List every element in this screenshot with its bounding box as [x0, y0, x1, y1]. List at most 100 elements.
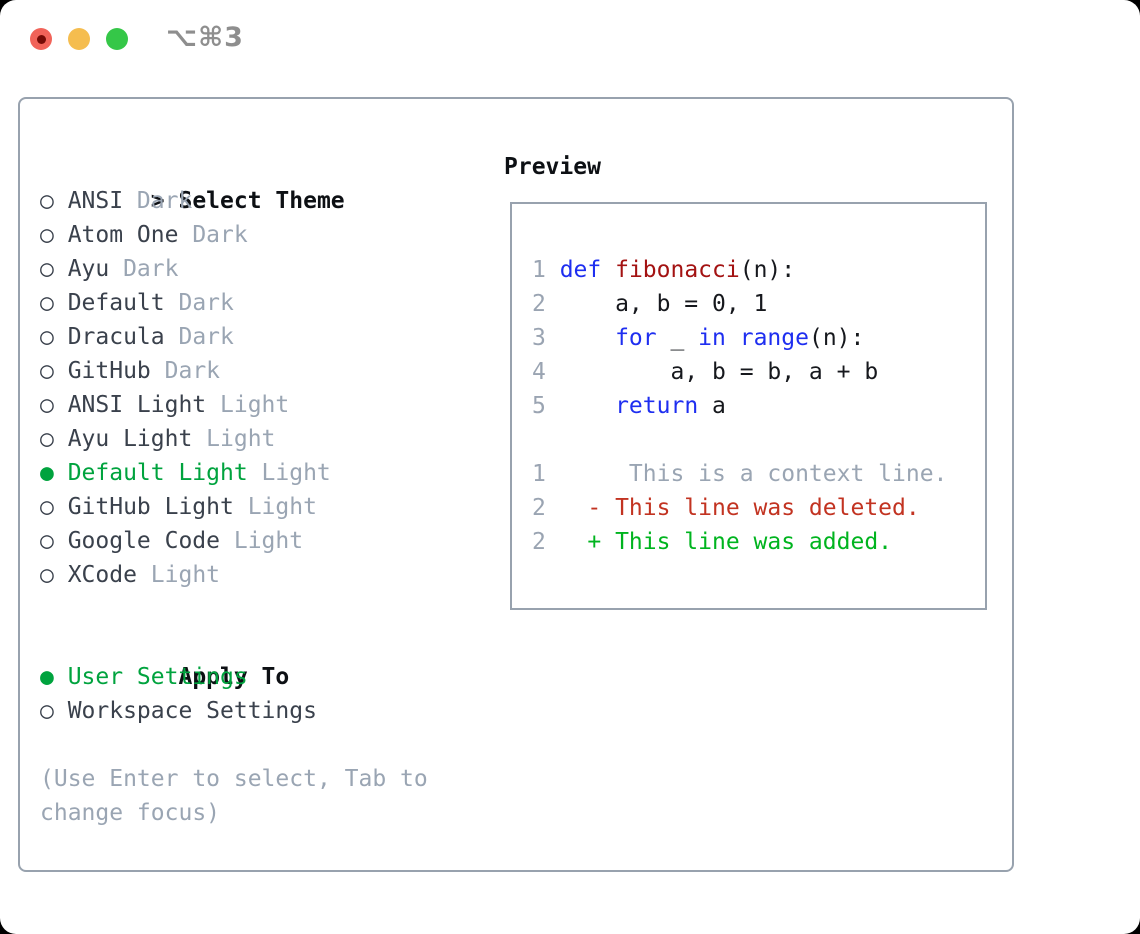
theme-option[interactable]: ○ Atom One Dark	[40, 218, 428, 252]
window-controls	[30, 28, 128, 50]
option-variant-tag: Dark	[164, 358, 221, 384]
code-line: 2 + This line was added.	[532, 525, 977, 559]
theme-option[interactable]: ○ GitHub Light Light	[40, 490, 428, 524]
zoom-button[interactable]	[106, 28, 128, 50]
option-variant-tag: Dark	[136, 188, 193, 214]
option-label: Atom One	[67, 222, 179, 248]
code-line: 4 a, b = b, a + b	[532, 355, 977, 389]
option-label: ANSI	[67, 188, 124, 214]
theme-option[interactable]: ○ ANSI Light Light	[40, 388, 428, 422]
theme-option[interactable]: ○ ANSI Dark	[40, 184, 428, 218]
code-line: 1 This is a context line.	[532, 457, 977, 491]
preview-title: Preview	[504, 154, 601, 180]
help-hint-line-1: (Use Enter to select, Tab to	[40, 766, 428, 792]
code-line: 2 a, b = 0, 1	[532, 287, 977, 321]
theme-option[interactable]: ○ XCode Light	[40, 558, 428, 592]
apply-to-list: ●User Settings ○ Workspace Settings	[40, 660, 428, 728]
code-segment-keyword: return	[615, 393, 699, 419]
radio-unselected-icon: ○	[40, 358, 54, 384]
option-variant-tag: Light	[261, 460, 331, 486]
line-number: 2	[532, 495, 546, 521]
code-segment-keyword: for	[615, 325, 657, 351]
radio-unselected-icon: ○	[40, 494, 54, 520]
theme-list-title-label: Select Theme	[178, 188, 345, 214]
radio-unselected-icon: ○	[40, 698, 54, 724]
code-segment-keyword: range	[739, 325, 809, 351]
option-variant-tag: Light	[233, 528, 304, 554]
code-line	[532, 423, 977, 457]
code-segment-plain	[560, 325, 615, 351]
code-segment-keyword: def	[559, 257, 602, 283]
cursor-icon: >	[150, 188, 165, 214]
option-label: Default Light	[67, 460, 248, 486]
option-label: Dracula	[67, 324, 165, 350]
option-label: User Settings	[67, 664, 248, 690]
spacer	[40, 728, 428, 762]
option-label: Google Code	[67, 528, 221, 554]
radio-unselected-icon: ○	[40, 324, 54, 350]
code-segment-plain: (n):	[808, 325, 865, 351]
code-segment-keyword: in	[698, 325, 726, 351]
theme-list-title: > Select Theme	[40, 150, 428, 214]
code-segment-function: fibonacci	[615, 257, 740, 283]
option-variant-tag: Dark	[192, 222, 248, 248]
option-label: Ayu	[67, 256, 110, 282]
radio-unselected-icon: ○	[40, 426, 54, 452]
theme-option[interactable]: ○ GitHub Dark	[40, 354, 428, 388]
theme-option[interactable]: ● Default Light Light	[40, 456, 428, 490]
apply-to-title: Apply To	[40, 626, 428, 690]
radio-selected-icon: ●	[40, 460, 54, 486]
code-line: 3 for _ in range(n):	[532, 321, 977, 355]
radio-unselected-icon: ○	[40, 188, 54, 214]
radio-unselected-icon: ○	[40, 528, 54, 554]
option-variant-tag: Light	[220, 392, 290, 418]
code-segment-plain: a	[698, 393, 726, 419]
radio-unselected-icon: ○	[40, 392, 54, 418]
theme-option[interactable]: ○ Google Code Light	[40, 524, 428, 558]
theme-option[interactable]: ○ Dracula Dark	[40, 320, 428, 354]
code-line: 1 def fibonacci(n):	[532, 253, 977, 287]
line-number: 4	[532, 359, 546, 385]
option-label: Default	[67, 290, 165, 316]
code-segment-context: This is a context line.	[559, 461, 948, 487]
option-variant-tag: Dark	[123, 256, 179, 282]
option-label: Workspace Settings	[67, 698, 317, 724]
option-variant-tag: Light	[247, 494, 317, 520]
option-label: GitHub Light	[67, 494, 234, 520]
apply-to-option[interactable]: ●User Settings	[40, 660, 428, 694]
option-label: XCode	[67, 562, 137, 588]
radio-unselected-icon: ○	[40, 222, 54, 248]
line-number: 1	[532, 257, 546, 283]
option-label: ANSI Light	[67, 392, 207, 418]
option-variant-tag: Dark	[178, 324, 234, 350]
option-label: Ayu Light	[67, 426, 193, 452]
option-variant-tag: Dark	[178, 290, 234, 316]
code-segment-plain: a, b = b, a + b	[559, 359, 879, 385]
line-number: 2	[532, 291, 546, 317]
close-button[interactable]	[30, 28, 52, 50]
code-segment-plain: _	[656, 325, 699, 351]
code-segment-plain: (n):	[739, 257, 796, 283]
line-number: 1	[532, 461, 546, 487]
radio-unselected-icon: ○	[40, 256, 54, 282]
apply-to-option[interactable]: ○ Workspace Settings	[40, 694, 428, 728]
option-label: GitHub	[67, 358, 151, 384]
radio-unselected-icon: ○	[40, 562, 54, 588]
option-variant-tag: Light	[150, 562, 221, 588]
code-line: 2 - This line was deleted.	[532, 491, 977, 525]
spacer	[40, 592, 428, 626]
code-segment-plain	[726, 325, 740, 351]
code-segment-plain	[560, 393, 615, 419]
code-segment-deleted: - This line was deleted.	[559, 495, 920, 521]
theme-option[interactable]: ○ Ayu Dark	[40, 252, 428, 286]
minimize-button[interactable]	[68, 28, 90, 50]
line-number: 2	[532, 529, 546, 555]
code-line: 5 return a	[532, 389, 977, 423]
close-button-dot-icon	[36, 34, 46, 44]
